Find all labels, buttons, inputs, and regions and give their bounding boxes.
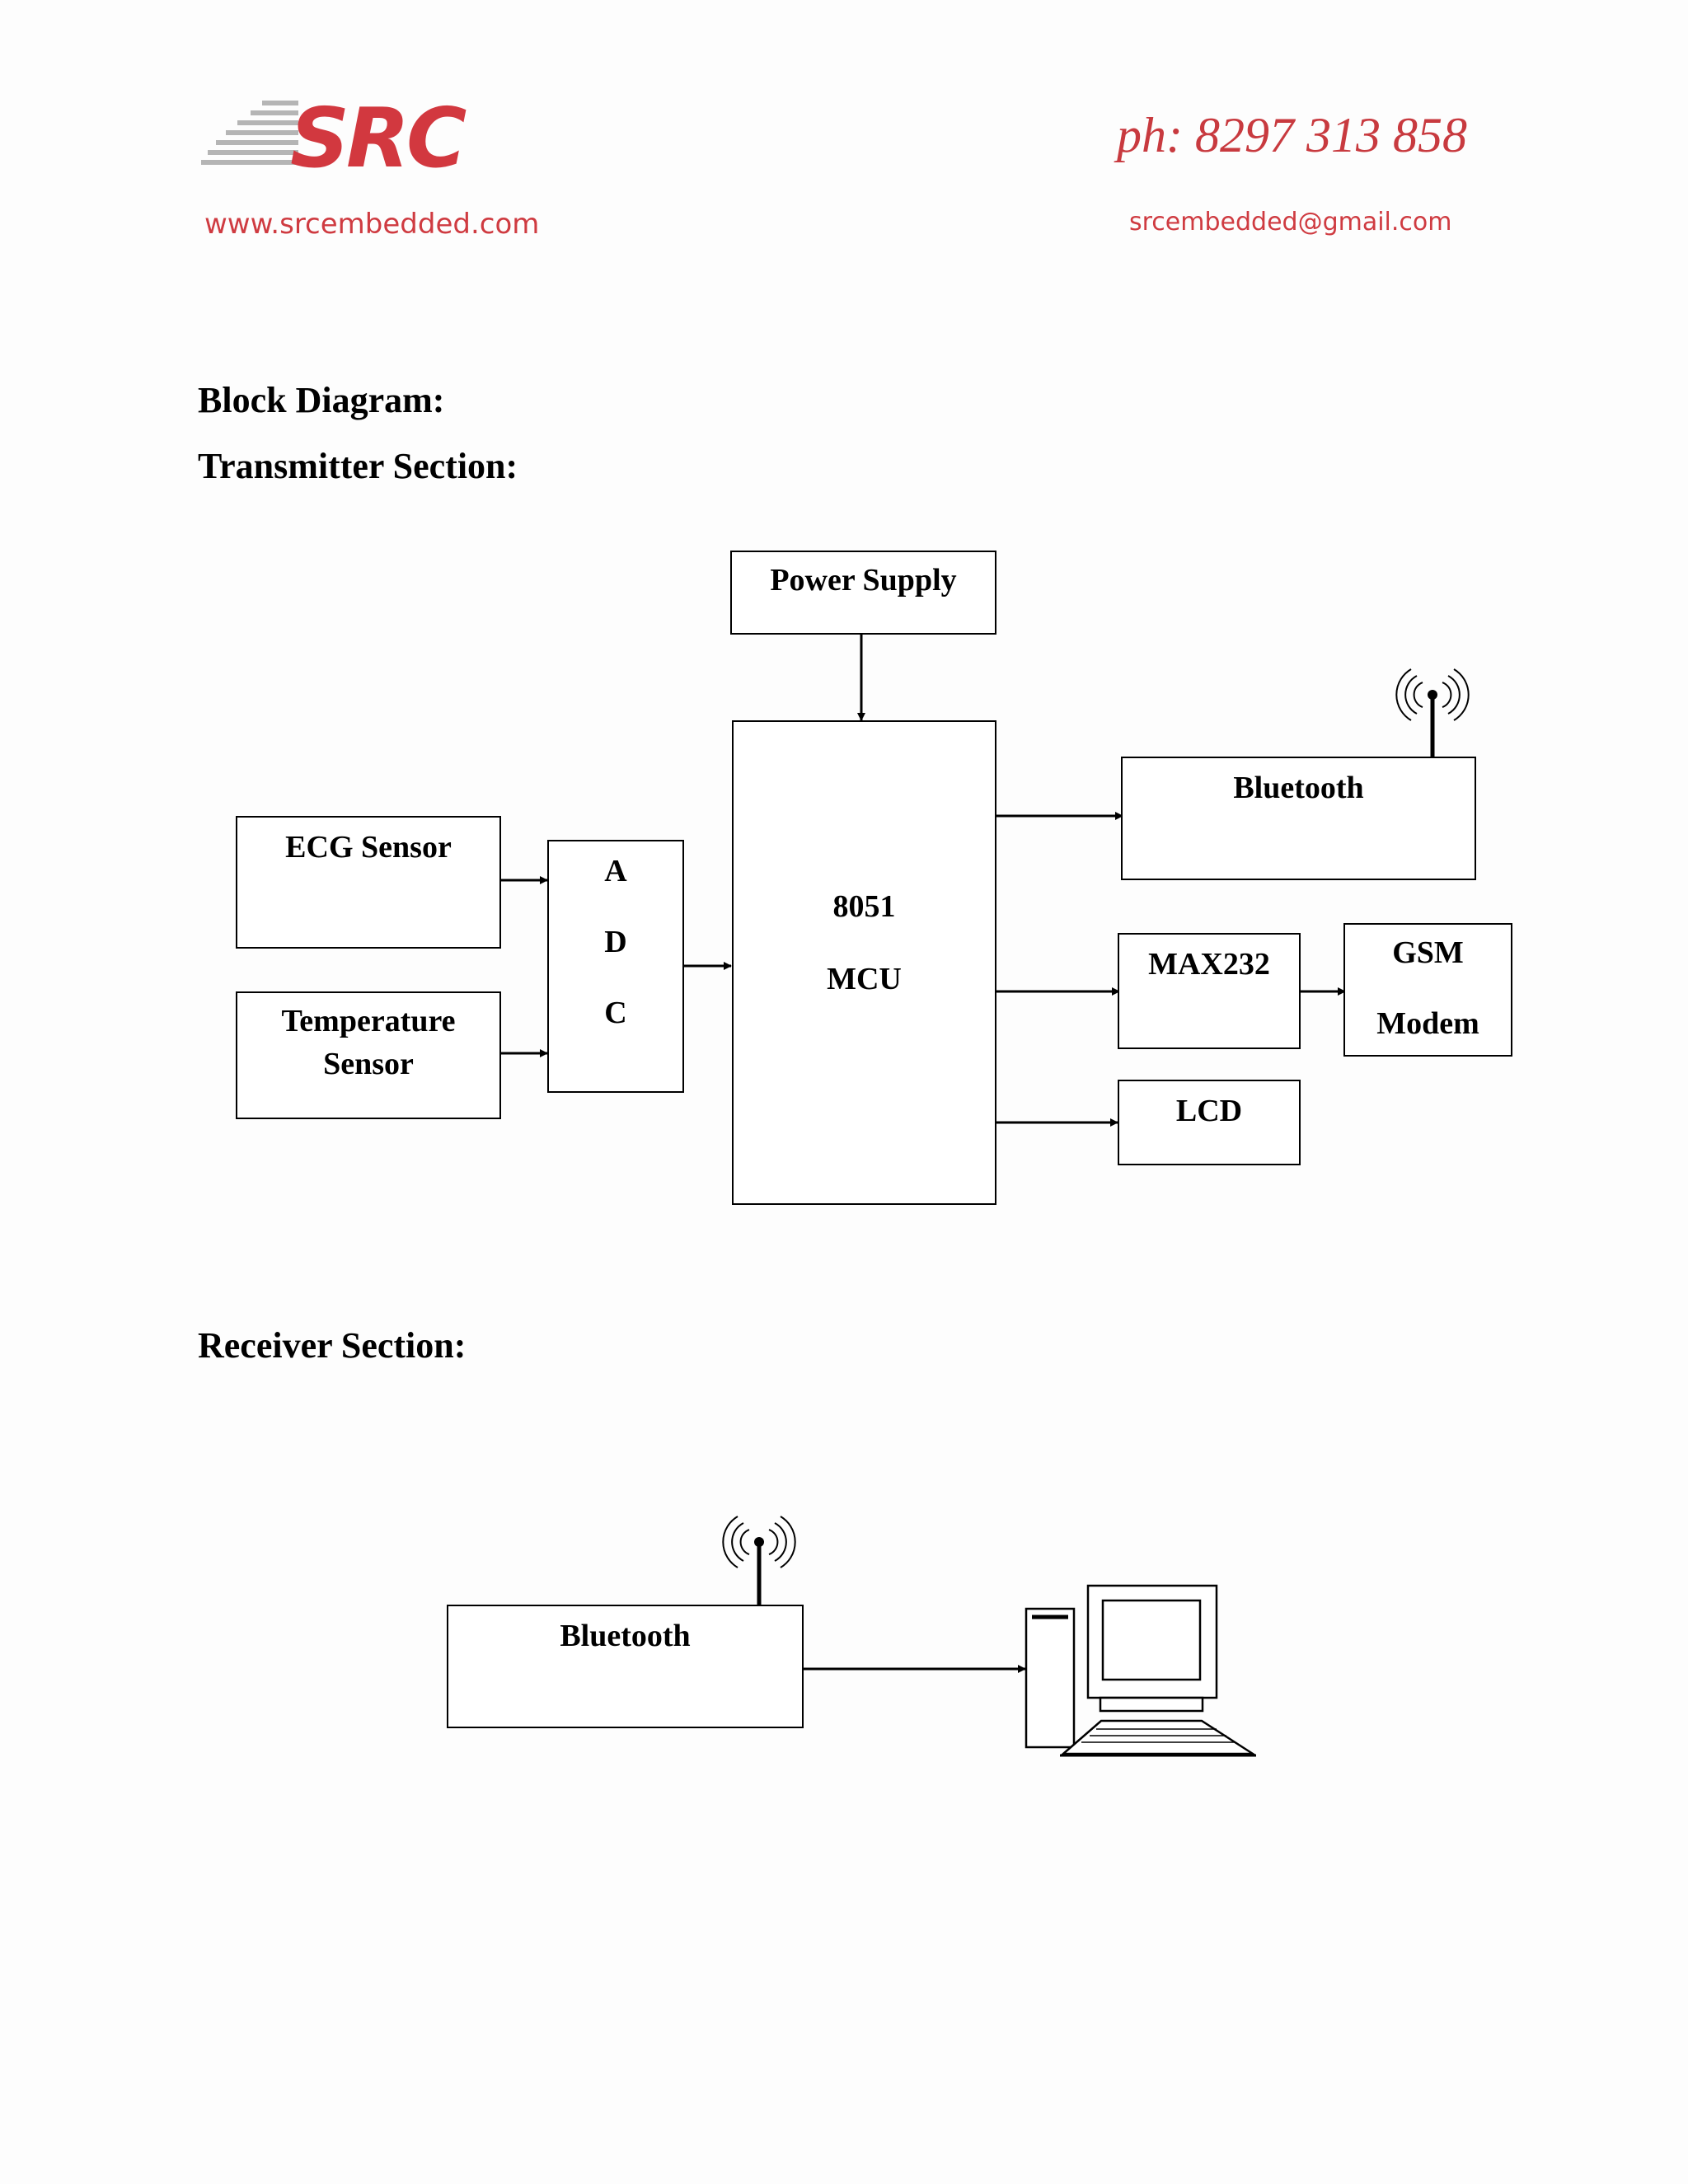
temperature-label-line2: Sensor <box>323 1047 414 1081</box>
bluetooth-rx-label: Bluetooth <box>560 1619 691 1653</box>
ecg-sensor-block: ECG Sensor <box>236 816 501 949</box>
mcu-block: 8051 MCU <box>732 720 996 1205</box>
temperature-label-line1: Temperature <box>281 1004 456 1038</box>
email-link[interactable]: srcembedded@gmail.com <box>1129 208 1452 237</box>
logo-stripes-icon <box>201 101 298 165</box>
ecg-sensor-label: ECG Sensor <box>285 830 452 865</box>
company-logo-text: SRC <box>290 90 467 186</box>
adc-label-c: C <box>604 996 627 1030</box>
bluetooth-tx-block: Bluetooth <box>1121 757 1476 880</box>
gsm-label-line2: Modem <box>1376 1006 1479 1041</box>
adc-label-a: A <box>604 854 627 888</box>
block-diagram-heading: Block Diagram: <box>198 380 445 420</box>
website-link[interactable]: www.srcembedded.com <box>204 208 540 241</box>
adc-label-d: D <box>604 925 627 959</box>
bluetooth-rx-block: Bluetooth <box>447 1605 804 1728</box>
adc-block: A D C <box>547 840 684 1093</box>
power-supply-label: Power Supply <box>770 563 957 598</box>
mcu-label-mcu: MCU <box>827 962 902 996</box>
transmitter-heading: Transmitter Section: <box>198 446 518 486</box>
mcu-label-8051: 8051 <box>832 889 896 924</box>
lcd-block: LCD <box>1118 1080 1301 1165</box>
lcd-label: LCD <box>1175 1094 1243 1128</box>
gsm-modem-block: GSM Modem <box>1343 923 1512 1057</box>
bluetooth-tx-label: Bluetooth <box>1233 771 1364 805</box>
antenna-icon <box>1395 668 1470 758</box>
gsm-label-line1: GSM <box>1392 935 1464 970</box>
phone-number: ph: 8297 313 858 <box>1117 108 1467 162</box>
temperature-sensor-block: Temperature Sensor <box>236 991 501 1119</box>
receiver-heading: Receiver Section: <box>198 1325 467 1366</box>
antenna-icon <box>722 1516 796 1605</box>
max232-label: MAX232 <box>1148 947 1270 982</box>
power-supply-block: Power Supply <box>730 551 996 635</box>
max232-block: MAX232 <box>1118 933 1301 1049</box>
computer-icon <box>1025 1584 1256 1757</box>
